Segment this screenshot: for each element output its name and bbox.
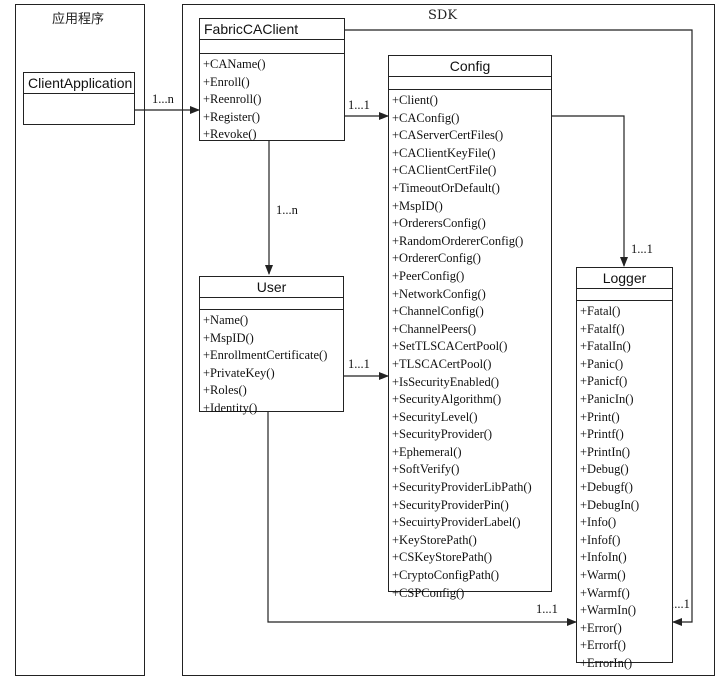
operation: +Client() [392, 93, 438, 107]
operation: +SecurityProvider() [392, 427, 493, 442]
class-config: Config +Client() +CAConfig() +CAServerCe… [388, 55, 552, 600]
operation: +CryptoConfigPath() [392, 568, 500, 583]
operation: +SecurityProviderPin() [392, 497, 509, 512]
operation: +SecurityProviderLibPath() [392, 480, 532, 495]
operation: +PanicIn() [580, 391, 634, 406]
class-logger-attributes [577, 289, 672, 301]
class-client-application-name: ClientApplication [24, 73, 134, 94]
class-logger-name: Logger [577, 268, 672, 289]
operation: +IsSecurityEnabled() [392, 374, 500, 389]
operation: +Reenroll() [203, 92, 262, 107]
operation: +Register() [203, 109, 261, 124]
operation: +CSKeyStorePath() [392, 550, 493, 565]
operation: +Warmf() [580, 585, 630, 600]
operation: +CAName() [203, 57, 266, 71]
operation: +PrivateKey() [203, 365, 275, 380]
operation: +Print() [580, 409, 620, 424]
operation: +SecuirtyProviderLabel() [392, 515, 521, 530]
operation: +Fatalf() [580, 321, 625, 336]
class-fabric-ca-client: FabricCAClient +CAName() +Enroll() +Reen… [199, 18, 345, 141]
class-user-operations: +Name() +MspID() +EnrollmentCertificate(… [200, 310, 343, 418]
operation: +SecurityAlgorithm() [392, 392, 502, 407]
operation: +PeerConfig() [392, 268, 465, 283]
operation: +CAConfig() [392, 110, 460, 125]
sdk-frame [182, 4, 715, 676]
class-fabric-ca-client-name: FabricCAClient [200, 19, 344, 40]
operation: +Ephemeral() [392, 444, 462, 459]
operation: +Debugf() [580, 479, 633, 494]
operation: +PrintIn() [580, 444, 631, 459]
operation: +Debug() [580, 462, 629, 477]
operation: +ChannelPeers() [392, 321, 477, 336]
operation: +TLSCACertPool() [392, 356, 492, 371]
operation: +WarmIn() [580, 603, 637, 618]
operation: +SoftVerify() [392, 462, 460, 477]
operation: +OrderersConfig() [392, 216, 486, 231]
operation: +Revoke() [203, 127, 257, 142]
multiplicity-client-logger: 1...1 [668, 597, 690, 611]
operation: +CAClientCertFile() [392, 163, 497, 178]
operation: +Infof() [580, 532, 621, 547]
operation: +Roles() [203, 383, 247, 398]
class-config-operations: +Client() +CAConfig() +CAServerCertFiles… [389, 90, 551, 602]
association-client-logger [345, 29, 693, 626]
operation: +Info() [580, 515, 617, 530]
class-config-attributes [389, 77, 551, 90]
operation: +Printf() [580, 427, 624, 442]
operation: +InfoIn() [580, 550, 627, 565]
class-logger-operations: +Fatal() +Fatalf() +FatalIn() +Panic() +… [577, 301, 672, 672]
class-fabric-ca-client-operations: +CAName() +Enroll() +Reenroll() +Registe… [200, 54, 344, 144]
association-config-logger [552, 115, 628, 267]
class-config-name: Config [389, 56, 551, 77]
operation: +Error() [580, 620, 622, 635]
operation: +RandomOrdererConfig() [392, 233, 524, 248]
operation: +DebugIn() [580, 497, 640, 512]
operation: +Panicf() [580, 374, 628, 389]
operation: +CSPConfig() [392, 585, 465, 600]
operation: +Errorf() [580, 638, 626, 653]
class-user: User +Name() +MspID() +EnrollmentCertifi… [199, 276, 344, 415]
multiplicity-client-config: 1...1 [348, 98, 370, 112]
operation: +NetworkConfig() [392, 286, 486, 301]
association-user-logger [267, 412, 577, 626]
sdk-frame-title: SDK [428, 8, 458, 23]
operation: +Identity() [203, 400, 258, 415]
multiplicity-config-logger: 1...1 [631, 242, 653, 256]
class-fabric-ca-client-attributes [200, 40, 344, 54]
operation: +MspID() [392, 198, 443, 213]
multiplicity-user-logger: 1...1 [536, 602, 558, 616]
operation: +FatalIn() [580, 339, 631, 354]
application-frame-title: 应用程序 [52, 12, 105, 27]
class-logger: Logger +Fatal() +Fatalf() +FatalIn() +Pa… [576, 267, 673, 670]
multiplicity-user-config: 1...1 [348, 357, 370, 371]
operation: +CAClientKeyFile() [392, 145, 496, 160]
multiplicity-client-user: 1...n [276, 203, 298, 217]
operation: +ChannelConfig() [392, 304, 484, 319]
application-frame [15, 4, 145, 676]
operation: +EnrollmentCertificate() [203, 348, 328, 363]
class-client-application: ClientApplication [23, 72, 135, 125]
operation: +Warm() [580, 567, 626, 582]
operation: +KeyStorePath() [392, 532, 477, 547]
class-user-name: User [200, 277, 343, 298]
operation: +OrdererConfig() [392, 251, 481, 266]
operation: +Fatal() [580, 304, 621, 318]
operation: +Enroll() [203, 74, 250, 89]
operation: +SetTLSCACertPool() [392, 339, 508, 354]
operation: +ErrorIn() [580, 655, 633, 670]
operation: +MspID() [203, 330, 254, 345]
operation: +CAServerCertFiles() [392, 128, 504, 143]
operation: +Name() [203, 313, 249, 327]
operation: +TimeoutOrDefault() [392, 180, 500, 195]
multiplicity-app-client: 1...n [152, 92, 174, 106]
class-user-attributes [200, 298, 343, 310]
operation: +SecurityLevel() [392, 409, 478, 424]
operation: +Panic() [580, 356, 624, 371]
